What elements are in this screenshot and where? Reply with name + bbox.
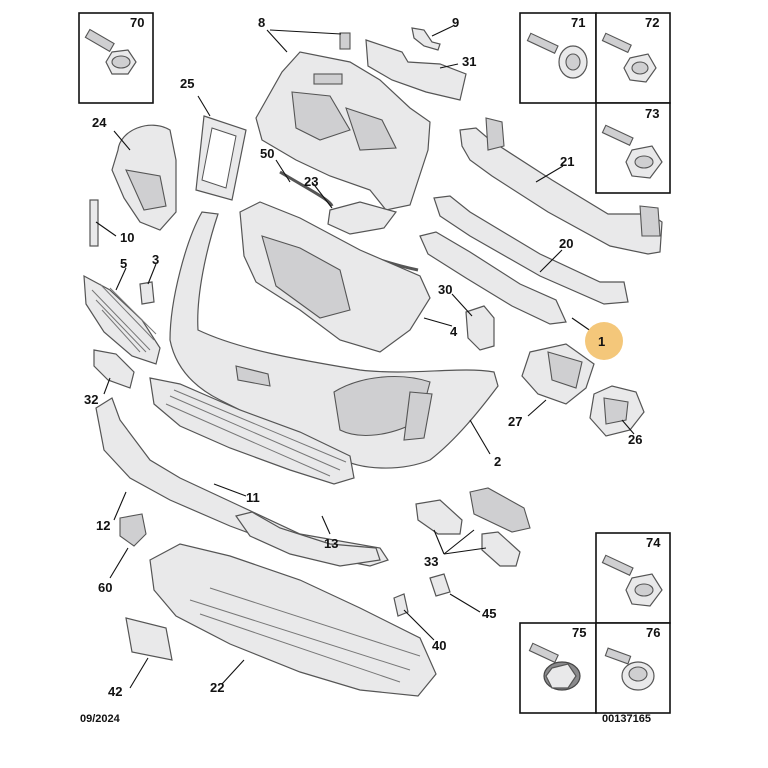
box-number-73: 73 [645,106,659,121]
fastener-box-76: 76 [595,622,671,714]
label-4: 4 [450,324,458,339]
part-33-trims [415,487,531,567]
part-26-air-duct [589,385,645,437]
label-21: 21 [560,154,574,169]
highlight-marker [585,322,623,360]
bolt-icon [601,32,657,83]
label-11: 11 [246,490,260,505]
part-45-clip [429,573,451,597]
bolt-icon [604,647,655,691]
fastener-box-74: 74 [595,532,671,624]
part-3-bracket [139,281,155,305]
part-1-absorber [419,231,567,325]
part-30-bracket [465,305,495,351]
part-13-lip [235,511,381,567]
label-23: 23 [304,174,318,189]
label-27: 27 [508,414,522,429]
label-42: 42 [108,684,122,699]
part-11-lower-grille [149,377,355,485]
label-45: 45 [482,606,496,621]
part-20-reinforcement [433,195,629,305]
part-27-air-duct [521,343,595,405]
label-5: 5 [120,256,127,271]
fastener-box-73: 73 [595,102,671,194]
label-24: 24 [92,115,107,130]
part-40-clip [393,593,409,617]
label-2: 2 [494,454,501,469]
label-12: 12 [96,518,110,533]
part-5-honeycomb-grille [83,274,161,365]
part-24-arch-liner [111,124,177,231]
part-32-panel [93,349,135,389]
box-number-72: 72 [645,15,659,30]
bolt-icon [601,124,663,179]
label-20: 20 [559,236,573,251]
footer-date: 09/2024 [80,713,121,725]
part-9-clip [411,27,441,51]
label-40: 40 [432,638,446,653]
fastener-box-75: 75 [519,622,597,714]
label-50: 50 [260,146,274,161]
label-22: 22 [210,680,224,695]
box-number-71: 71 [571,15,585,30]
label-8: 8 [258,15,265,30]
label-31: 31 [462,54,476,69]
bolt-icon [84,28,137,75]
label-30: 30 [438,282,452,297]
part-25-frame [195,115,247,201]
fastener-box-71: 71 [519,12,597,104]
bolt-with-washer-icon [528,642,581,691]
box-number-75: 75 [572,625,586,640]
bolt-icon [601,554,663,607]
part-31-plate [365,39,467,101]
box-number-70: 70 [130,15,144,30]
label-25: 25 [180,76,194,91]
label-9: 9 [452,15,459,30]
label-3: 3 [152,252,159,267]
part-23-plate [327,201,398,235]
screw-icon [526,32,588,79]
box-number-76: 76 [646,625,660,640]
label-60: 60 [98,580,112,595]
part-21-bumper-beam [459,117,663,255]
part-22-skid-plate [149,543,437,697]
part-4-grille-housing [239,201,431,353]
footer-reference: 00137165 [602,713,651,725]
label-26: 26 [628,432,642,447]
fastener-box-70: 70 [78,12,154,104]
label-13: 13 [324,536,338,551]
label-10: 10 [120,230,134,245]
label-1: 1 [598,334,605,349]
part-60-emblem [119,513,147,547]
part-42-panel [125,617,173,661]
fastener-box-72: 72 [595,12,671,104]
label-33: 33 [424,554,438,569]
part-8-upper-support [255,32,431,211]
box-number-74: 74 [646,535,661,550]
label-32: 32 [84,392,98,407]
part-labels: 1 2 3 4 5 8 9 10 11 12 13 20 21 22 23 24… [84,15,642,699]
